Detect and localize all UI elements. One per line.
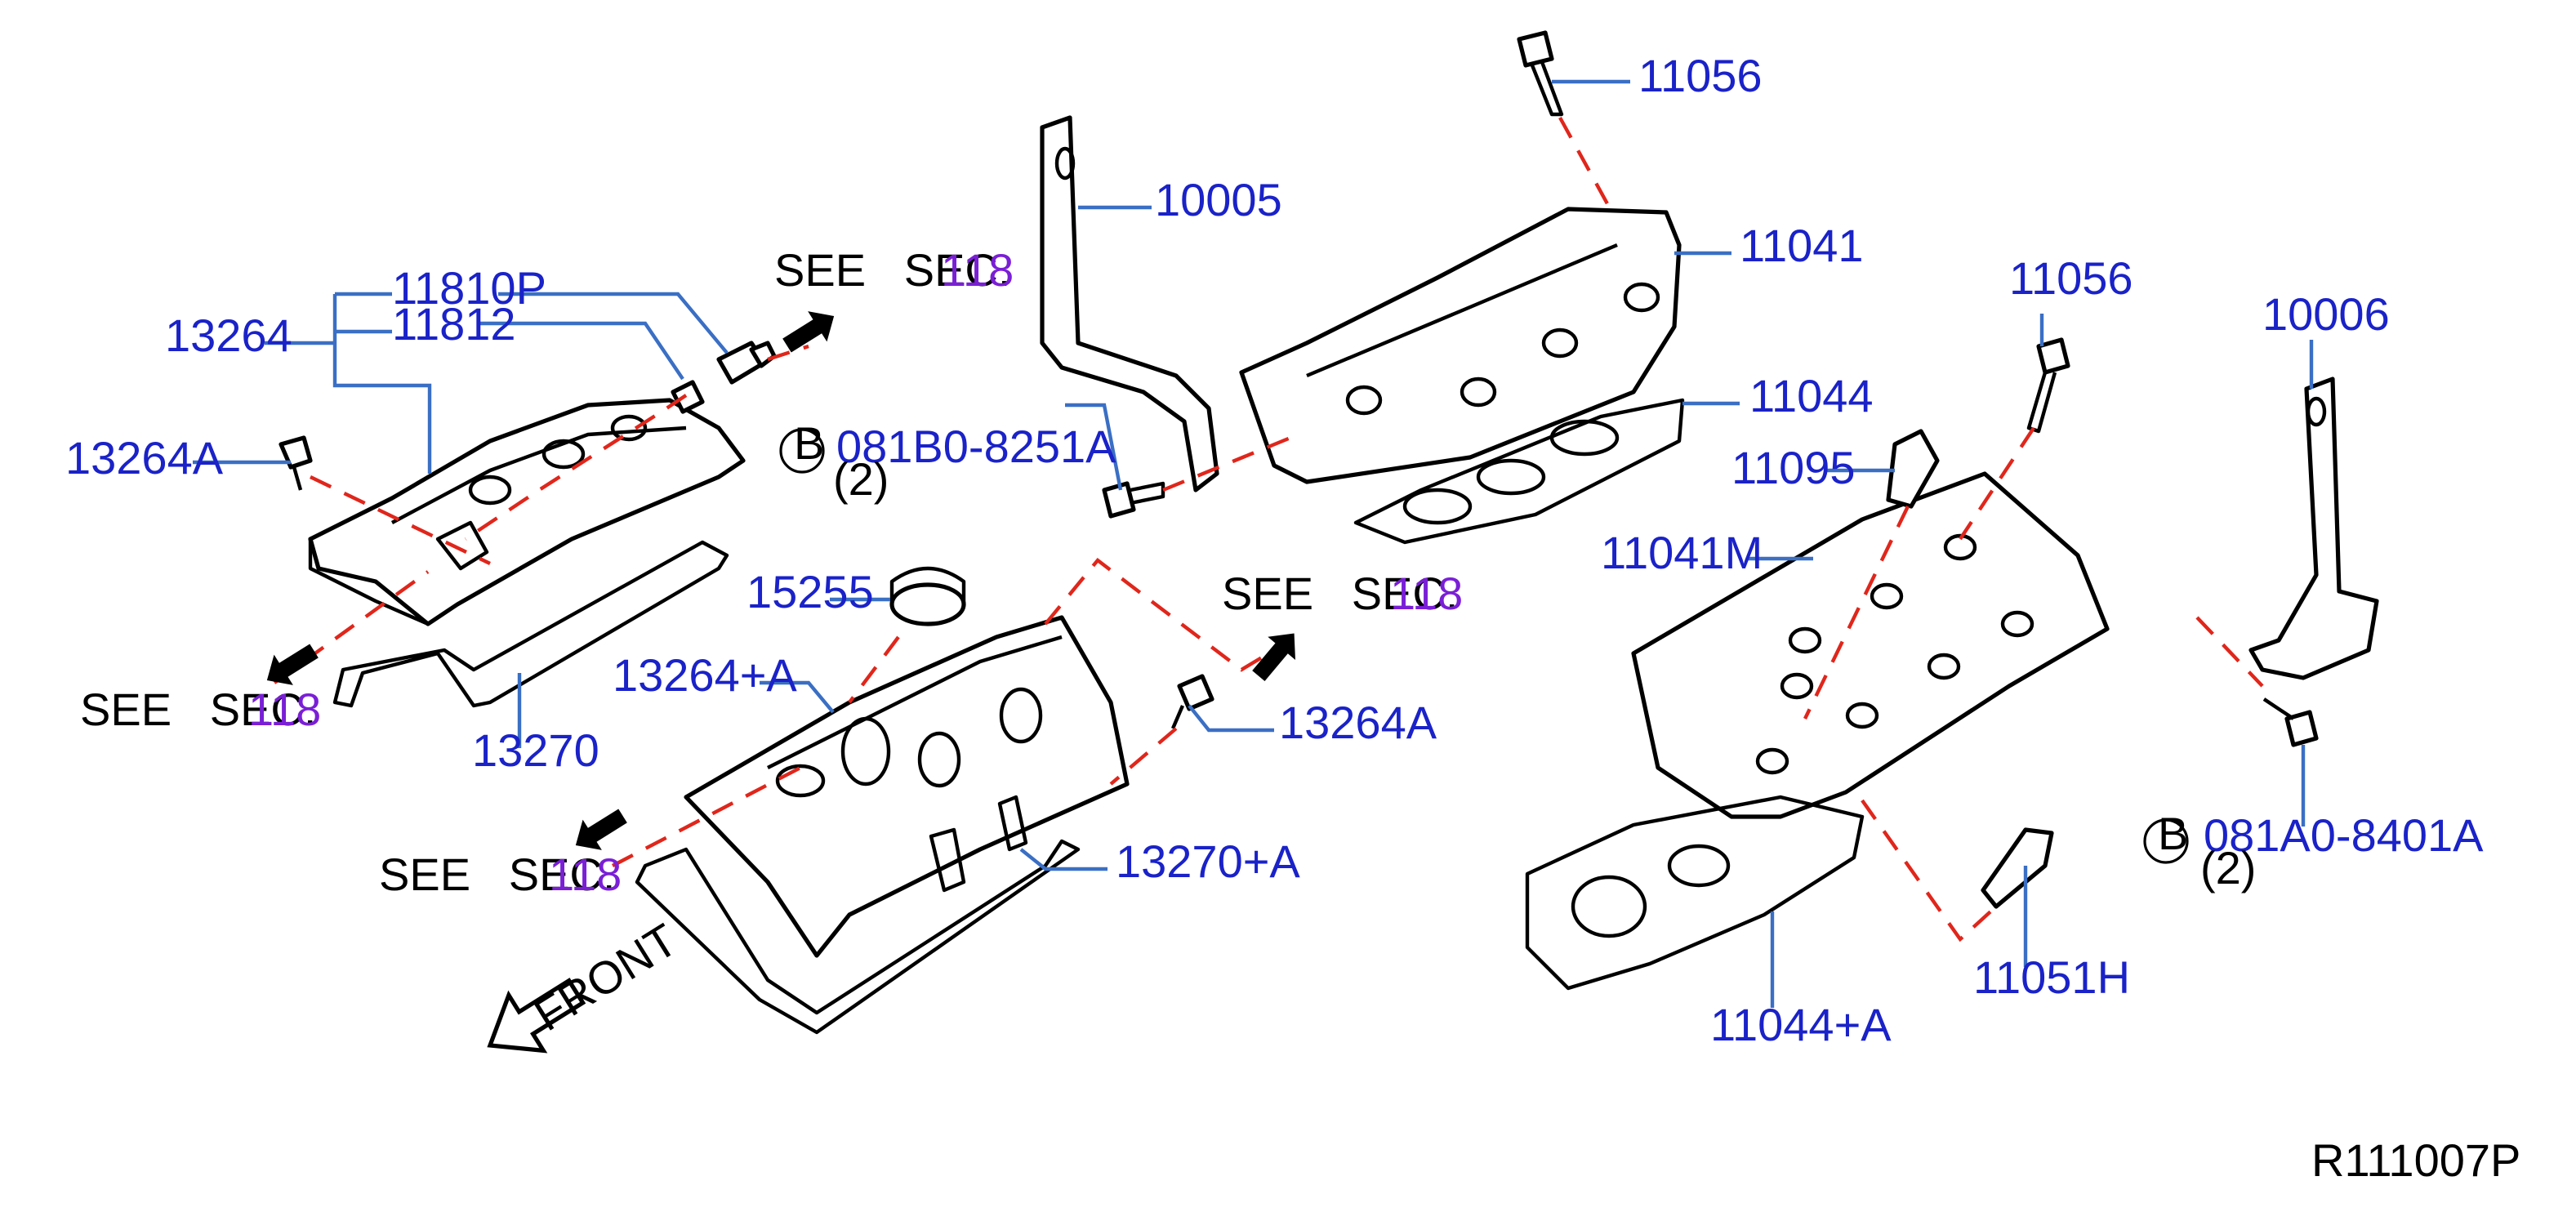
circle-b-marker-2 [2143, 818, 2189, 864]
plug-11051H [1981, 827, 2054, 909]
sec-number-2: 118 [248, 684, 321, 735]
bolt-13264A-center [1170, 674, 1214, 729]
circle-b-marker-1 [779, 428, 825, 474]
see-sec-label-4: SEE SEC. [379, 849, 615, 900]
label-10005: 10005 [1155, 174, 1282, 225]
head-bolt-11056-top [1517, 30, 1564, 117]
head-gasket-11044 [1353, 398, 1685, 545]
see-sec-arrow-2 [266, 644, 319, 685]
head-bolt-11056-right [2026, 337, 2070, 434]
label-13264: 13264 [165, 310, 292, 361]
rocker-cover-center [684, 615, 1130, 958]
label-081B0-qty: (2) [833, 453, 889, 505]
head-gasket-11044-a [1525, 795, 1865, 991]
label-11041: 11041 [1740, 220, 1864, 271]
bracket-10006 [2248, 377, 2379, 680]
see-sec-arrow-4 [575, 809, 627, 850]
grommet-11812 [671, 380, 705, 414]
assembly-lines [273, 116, 2264, 942]
front-arrow-icon [487, 978, 586, 1054]
label-11041M: 11041M [1601, 527, 1763, 578]
label-13264-plus-a: 13264+A [613, 649, 797, 701]
label-11051H: 11051H [1973, 951, 2130, 1003]
leader-lines [193, 79, 2314, 1008]
label-11044: 11044 [1749, 370, 1874, 421]
label-11812: 11812 [392, 298, 516, 350]
label-11810P: 11810P [392, 262, 546, 314]
bolt-13264A-left [279, 435, 313, 491]
label-11056-right: 11056 [2009, 252, 2133, 304]
see-sec-arrow-1 [782, 311, 835, 353]
sec-number-3: 118 [1390, 568, 1463, 619]
front-label: FRONT [525, 914, 686, 1041]
label-11044-plus-a: 11044+A [1710, 999, 1892, 1050]
label-13270: 13270 [472, 724, 599, 776]
cylinder-head-11041 [1239, 207, 1682, 484]
see-sec-label-3: SEE SEC. [1222, 568, 1458, 619]
label-10006: 10006 [2262, 288, 2390, 340]
label-13270-plus-a: 13270+A [1116, 835, 1300, 887]
label-13264A-left: 13264A [65, 432, 224, 483]
reference-code: R111007P [2311, 1134, 2520, 1186]
see-sec-label-2: SEE SEC. [80, 684, 316, 735]
oil-filler-cap-15255 [889, 566, 966, 626]
rocker-cover-left [308, 398, 746, 626]
sec-number-4: 118 [549, 849, 622, 900]
see-sec-label-1: SEE SEC. [774, 244, 1010, 296]
sec-number-1: 118 [941, 244, 1014, 296]
circle-b-letter-1: B [794, 417, 824, 469]
label-13264A-center: 13264A [1279, 697, 1437, 748]
label-15255: 15255 [747, 566, 874, 617]
pcv-valve-11810P [716, 341, 777, 385]
label-081A0-8401A: 081A0-8401A [2204, 809, 2484, 861]
bracket-10005 [1040, 115, 1219, 492]
bolt-081B0 [1102, 481, 1165, 519]
label-081A0-qty: (2) [2200, 842, 2256, 893]
cylinder-head-11041m [1631, 471, 2110, 819]
dowel-11095 [1886, 429, 1940, 509]
label-081B0-8251A: 081B0-8251A [836, 421, 1116, 472]
gasket-13270-a [635, 839, 1081, 1035]
gasket-13270 [332, 540, 729, 708]
bolt-081A0 [2262, 697, 2319, 747]
label-11095: 11095 [1731, 442, 1856, 493]
circle-b-letter-2: B [2158, 808, 2188, 859]
label-11056-top: 11056 [1638, 50, 1763, 101]
see-sec-arrow-3 [1252, 633, 1295, 682]
